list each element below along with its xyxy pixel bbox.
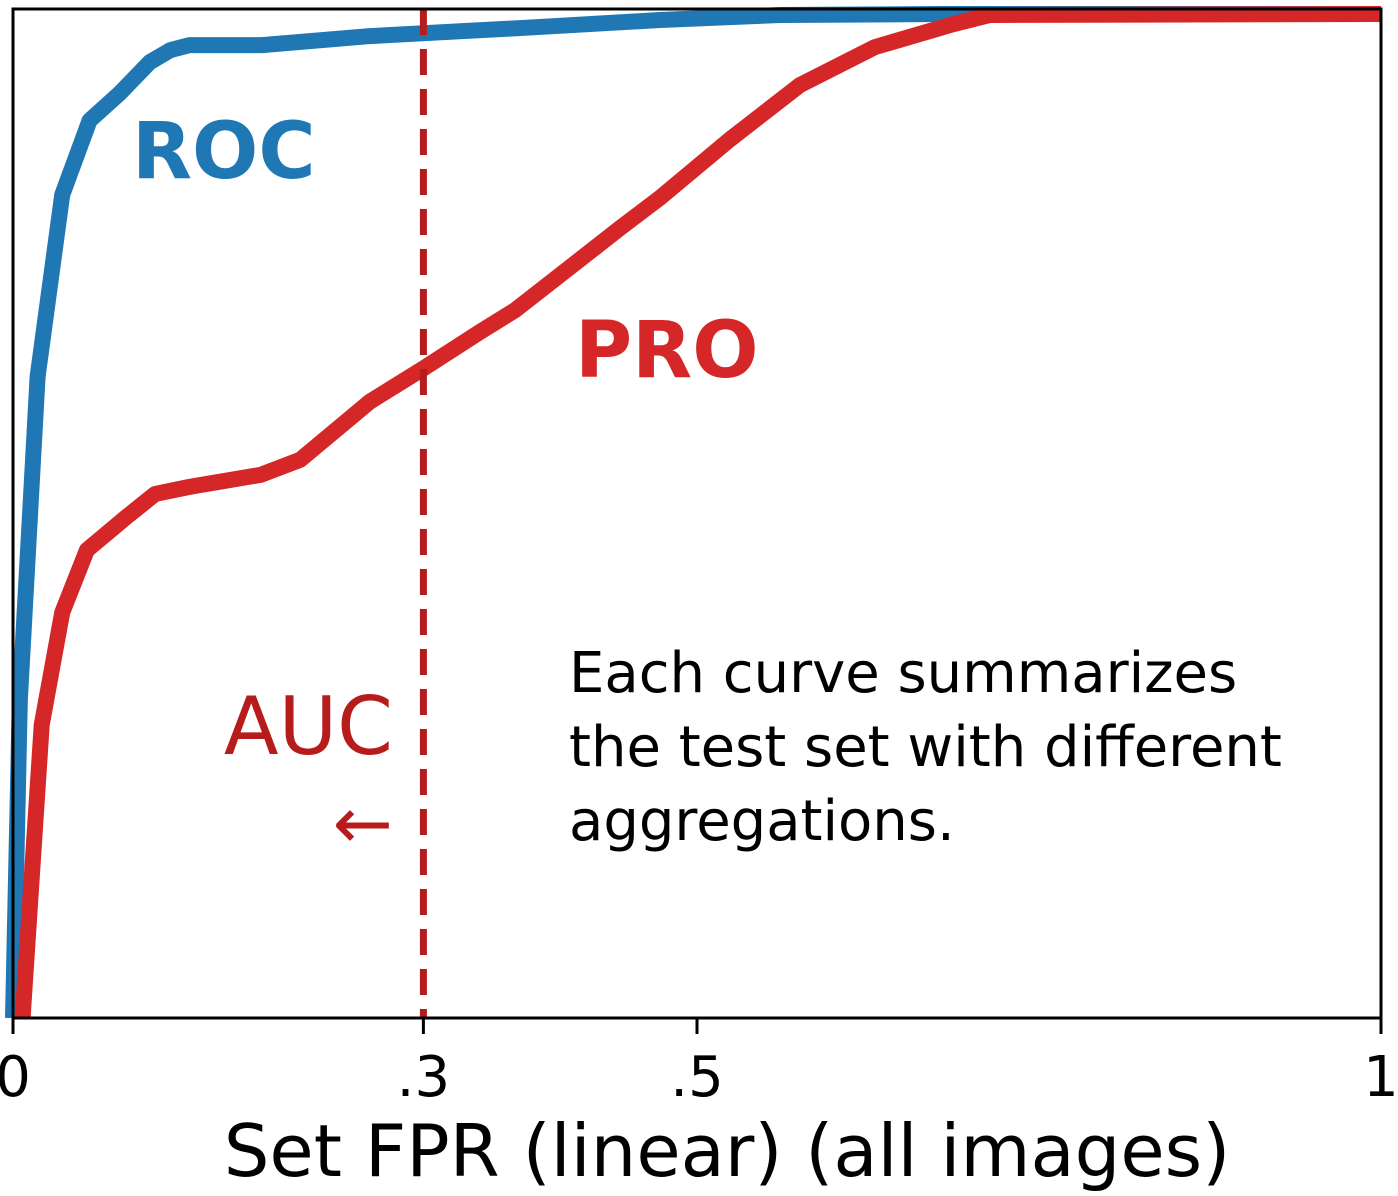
x-ticks: 0 .3 .5 1 <box>0 1018 1398 1110</box>
auc-arrow: ← <box>333 781 393 865</box>
series-line-pro <box>14 6 1382 1019</box>
x-tick-label: .5 <box>670 1045 723 1110</box>
x-axis-label: Set FPR (linear) (all images) <box>224 1109 1231 1193</box>
series-label-roc: ROC <box>132 107 316 197</box>
note-line-2: the test set with different <box>569 715 1282 780</box>
note-line-1: Each curve summarizes <box>569 641 1237 706</box>
x-tick-label: .3 <box>397 1045 450 1110</box>
curves <box>5 6 1382 1019</box>
x-tick-label: 1 <box>1363 1045 1398 1110</box>
x-tick-label: 0 <box>0 1045 31 1110</box>
auc-label: AUC <box>224 680 393 773</box>
note-line-3: aggregations. <box>569 789 955 854</box>
series-line-roc <box>5 6 1381 1019</box>
series-label-pro: PRO <box>575 306 759 396</box>
